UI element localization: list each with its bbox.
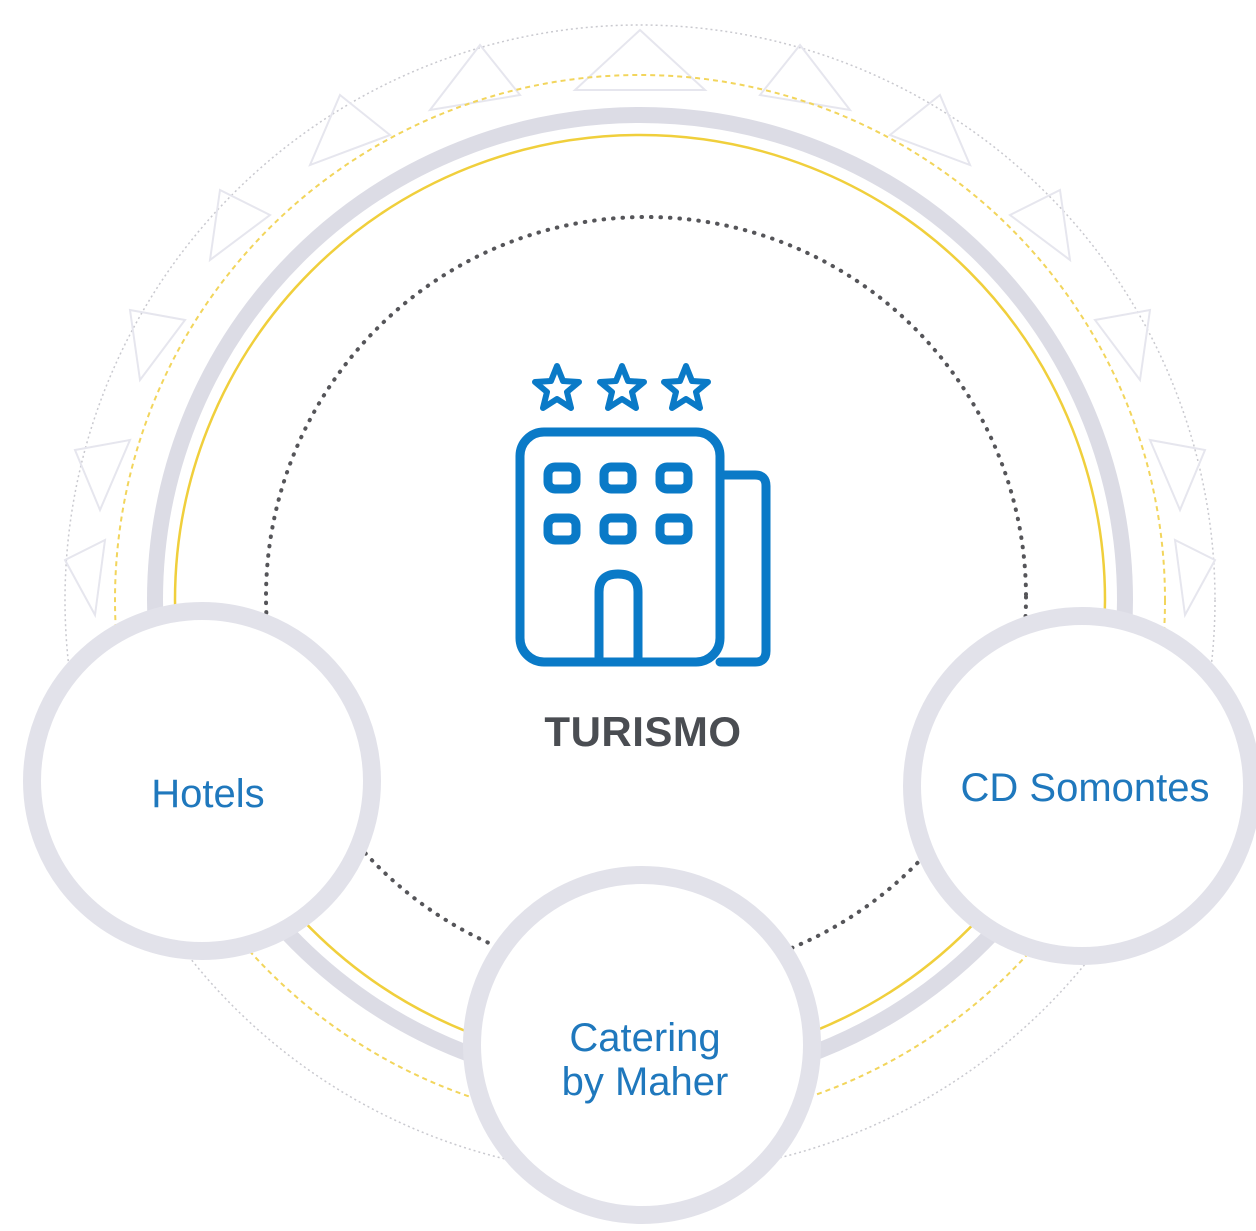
- hotel-three-stars-icon: [515, 363, 771, 667]
- building-tower-icon: [715, 470, 771, 667]
- window-icon: [543, 462, 581, 494]
- node-label-cd-somontes[interactable]: CD Somontes: [960, 766, 1210, 810]
- window-icon: [599, 462, 637, 494]
- star-icon-2: [597, 363, 647, 411]
- star-icon-1: [532, 363, 582, 411]
- door-icon: [594, 569, 643, 667]
- dashed-yellow-ring: [114, 74, 1166, 1126]
- node-catering-circle[interactable]: [463, 866, 821, 1224]
- window-icon: [599, 513, 637, 545]
- center-title: TURISMO: [544, 708, 742, 755]
- star-icon-3: [661, 363, 711, 411]
- window-icon: [543, 513, 581, 545]
- building-main-icon: [515, 427, 725, 667]
- outer-dotted-ring: [64, 24, 1216, 1176]
- node-label-hotels[interactable]: Hotels: [151, 772, 265, 816]
- node-label-catering[interactable]: Catering by Maher: [561, 1016, 729, 1104]
- node-hotels-circle[interactable]: [23, 602, 381, 960]
- window-icon: [655, 462, 693, 494]
- node-cd-somontes-circle[interactable]: [903, 607, 1256, 965]
- window-icon: [655, 513, 693, 545]
